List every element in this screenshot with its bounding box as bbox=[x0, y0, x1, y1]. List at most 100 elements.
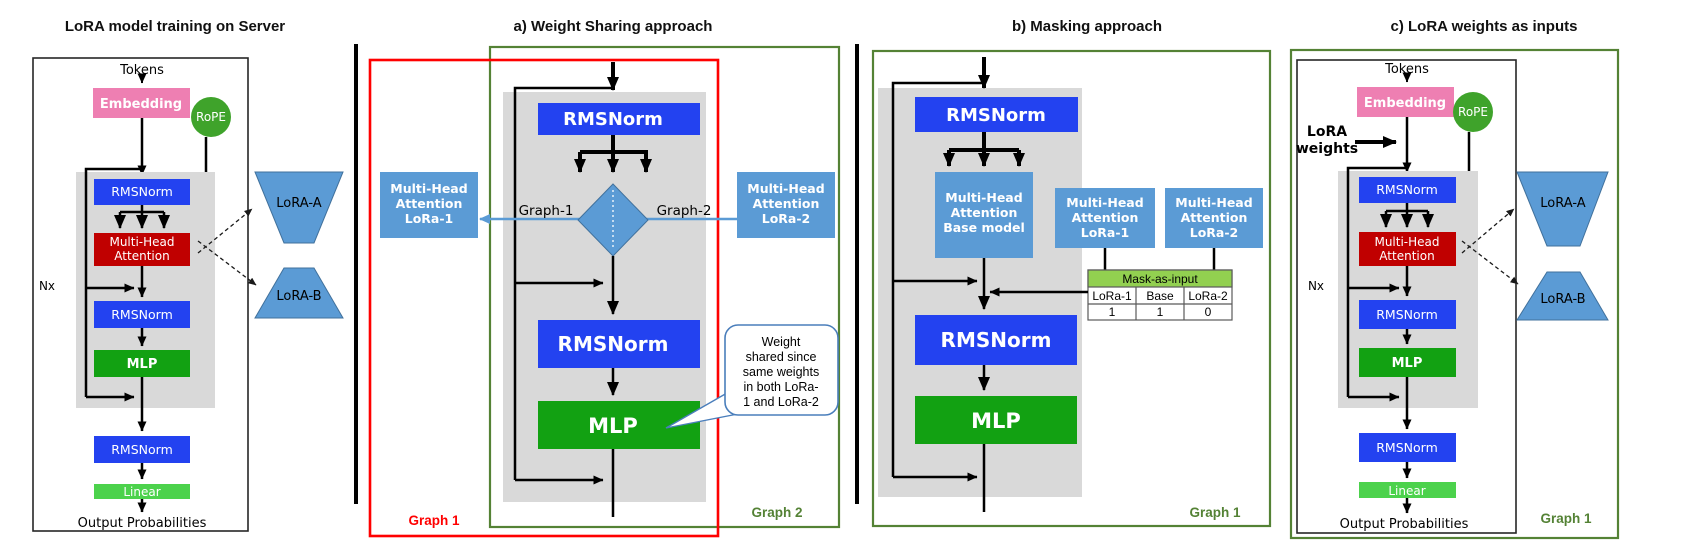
mha-lora2-box bbox=[737, 172, 835, 238]
mlp-label: MLP bbox=[127, 357, 158, 372]
panel-c-lora-weights-inputs: c) LoRA weights as inputs Tokens Embeddi… bbox=[1289, 18, 1620, 540]
rmsnorm-box bbox=[538, 320, 700, 368]
graph2-outline bbox=[488, 45, 841, 529]
graph1-tag: Graph 1 bbox=[408, 513, 460, 528]
output-probabilities-label: Output Probabilities bbox=[1340, 517, 1469, 532]
mha-lora2-box bbox=[1165, 188, 1263, 248]
graph1-outline bbox=[1289, 48, 1620, 540]
linear-box bbox=[1359, 482, 1456, 498]
dashed-arrow-to-lora-a bbox=[1461, 208, 1515, 254]
rmsnorm-label: RMSNorm bbox=[563, 109, 663, 130]
mha-lora1-box bbox=[1055, 188, 1155, 248]
triple-split-arrows bbox=[574, 135, 652, 173]
panel-server: LoRA model training on Server Tokens Emb… bbox=[32, 18, 344, 532]
graph1-outline bbox=[368, 58, 720, 538]
panel-a-weight-sharing: a) Weight Sharing approach RMSNorm Graph… bbox=[368, 18, 841, 538]
callout-line2: shared since bbox=[746, 350, 817, 364]
nx-label: Nx bbox=[39, 279, 55, 293]
mask-table: Mask-as-input LoRa-1 Base LoRa-2 1 1 0 bbox=[1087, 269, 1233, 321]
rmsnorm-label: RMSNorm bbox=[111, 307, 173, 322]
residual-loop bbox=[891, 81, 984, 477]
lora-weights-label-line2: weights bbox=[1296, 141, 1358, 157]
embedding-label: Embedding bbox=[100, 97, 182, 112]
rmsnorm-label: RMSNorm bbox=[558, 332, 669, 356]
rmsnorm-box bbox=[915, 315, 1077, 365]
mha-lora2-line1: Multi-Head bbox=[747, 181, 824, 196]
mha-lora1-box bbox=[380, 172, 478, 238]
rmsnorm-box bbox=[94, 301, 190, 328]
linear-label: Linear bbox=[1388, 484, 1425, 498]
tokens-label: Tokens bbox=[1384, 62, 1429, 77]
mha-base-line1: Multi-Head bbox=[945, 190, 1022, 205]
rmsnorm-box bbox=[1359, 177, 1456, 203]
rope-label: RoPE bbox=[196, 110, 226, 124]
mask-col-lora1: LoRa-1 bbox=[1092, 289, 1132, 303]
tokens-label: Tokens bbox=[119, 63, 164, 78]
mha-lora1-line1: Multi-Head bbox=[390, 181, 467, 196]
rmsnorm-label: RMSNorm bbox=[111, 442, 173, 457]
rmsnorm-label: RMSNorm bbox=[1376, 307, 1438, 322]
triple-split-arrows bbox=[943, 132, 1025, 167]
mha-lora2-line2: Attention bbox=[1181, 210, 1248, 225]
rope-badge bbox=[1453, 92, 1493, 132]
mask-val-lora1: 1 bbox=[1109, 305, 1116, 319]
mha-base-line2: Attention bbox=[951, 205, 1018, 220]
linear-label: Linear bbox=[123, 485, 160, 499]
embedding-label: Embedding bbox=[1364, 96, 1446, 111]
graph1-tag: Graph 1 bbox=[1540, 511, 1592, 526]
mha-label-line2: Attention bbox=[1379, 249, 1434, 263]
rmsnorm-label: RMSNorm bbox=[941, 328, 1052, 352]
panel-b-title: b) Masking approach bbox=[1012, 18, 1162, 35]
mha-lora2-line2: Attention bbox=[753, 196, 820, 211]
rope-badge bbox=[191, 97, 231, 137]
mask-table-header: Mask-as-input bbox=[1122, 272, 1198, 286]
mha-lora2-line3: LoRa-2 bbox=[762, 211, 811, 226]
mlp-box bbox=[915, 396, 1077, 444]
mha-lora2-line3: LoRa-2 bbox=[1190, 225, 1239, 240]
callout-line5: 1 and LoRa-2 bbox=[743, 395, 819, 409]
rmsnorm-box bbox=[1359, 433, 1456, 462]
mlp-label: MLP bbox=[971, 409, 1021, 433]
mha-lora1-line3: LoRa-1 bbox=[405, 211, 454, 226]
lora-a-label: LoRA-A bbox=[276, 196, 321, 211]
mlp-label: MLP bbox=[588, 414, 638, 438]
panel-c-title: c) LoRA weights as inputs bbox=[1391, 18, 1578, 35]
rmsnorm-label: RMSNorm bbox=[111, 184, 173, 199]
mha-lora1-line3: LoRa-1 bbox=[1081, 225, 1130, 240]
callout-line4: in both LoRa- bbox=[743, 380, 818, 394]
callout-line3: same weights bbox=[743, 365, 819, 379]
mask-table-header-cell bbox=[1087, 269, 1233, 288]
callout-line1: Weight bbox=[762, 335, 801, 349]
graph1-outline bbox=[871, 49, 1272, 528]
rmsnorm-box bbox=[94, 436, 190, 463]
mlp-box bbox=[1359, 348, 1456, 377]
residual-loop bbox=[1346, 166, 1407, 288]
mha-label-line1: Multi-Head bbox=[109, 235, 174, 249]
graph1-branch-label: Graph-1 bbox=[519, 203, 574, 219]
mlp-label: MLP bbox=[1392, 356, 1423, 371]
mha-label-line1: Multi-Head bbox=[1374, 235, 1439, 249]
mask-col-base: Base bbox=[1146, 289, 1174, 303]
lora-b-trapezoid bbox=[1516, 271, 1609, 321]
mha-base-box bbox=[935, 172, 1033, 258]
residual-loop bbox=[513, 86, 613, 480]
rmsnorm-box bbox=[1359, 300, 1456, 329]
rmsnorm-label: RMSNorm bbox=[1376, 182, 1438, 197]
graph2-branch-label: Graph-2 bbox=[657, 203, 712, 219]
lora-a-trapezoid bbox=[1516, 171, 1609, 247]
mha-box bbox=[94, 233, 190, 266]
panel-a-title: a) Weight Sharing approach bbox=[514, 18, 713, 35]
lora-a-trapezoid bbox=[254, 171, 344, 244]
rmsnorm-box bbox=[915, 97, 1078, 132]
callout-bubble bbox=[724, 324, 839, 416]
output-probabilities-label: Output Probabilities bbox=[78, 516, 207, 531]
mlp-box bbox=[94, 350, 190, 377]
mha-base-line3: Base model bbox=[943, 220, 1025, 235]
dashed-arrow-to-lora-b bbox=[1461, 240, 1519, 285]
embedding-box bbox=[93, 88, 190, 118]
nx-label: Nx bbox=[1308, 279, 1324, 293]
graph1-tag: Graph 1 bbox=[1189, 505, 1241, 520]
triple-split-arrows bbox=[1380, 203, 1434, 228]
